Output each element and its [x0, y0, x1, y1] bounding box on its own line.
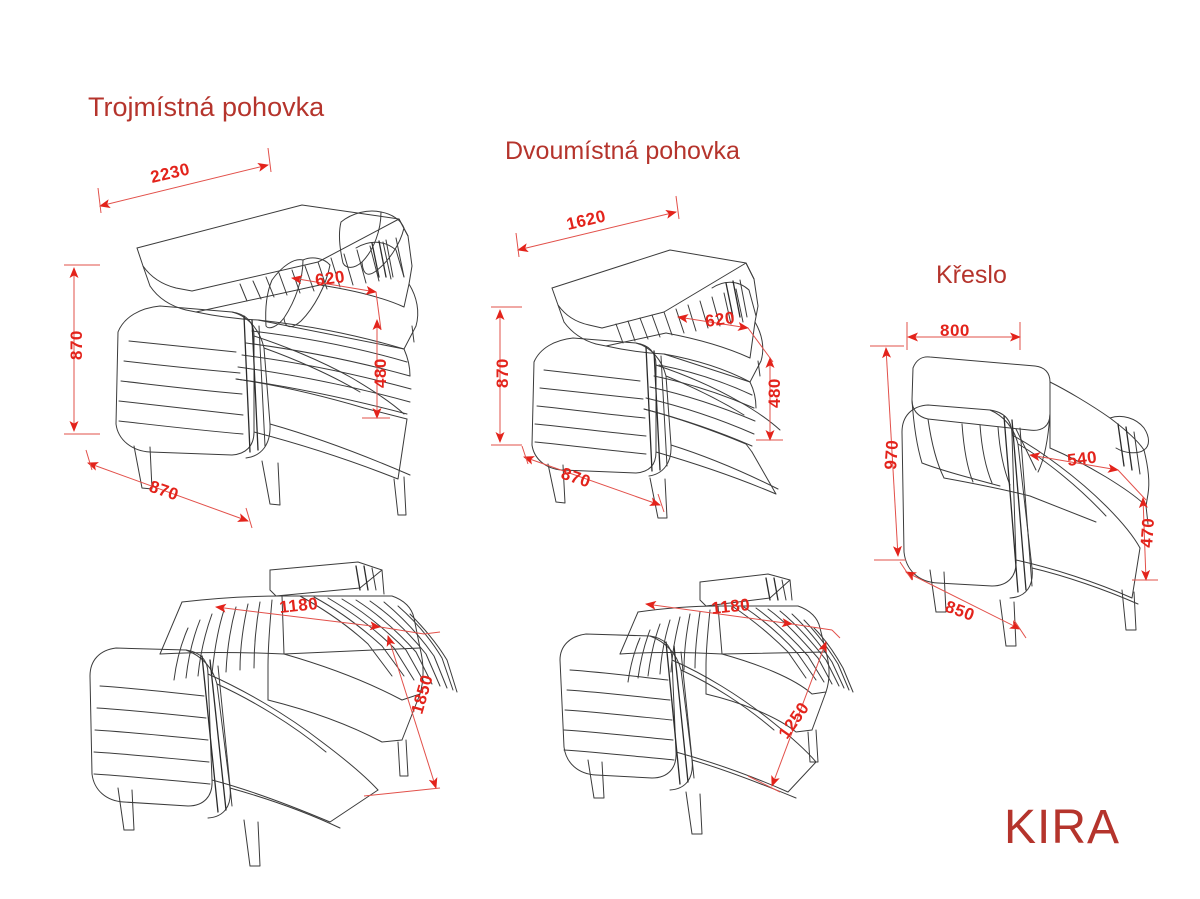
dimensions-three-seat-sofa	[64, 147, 390, 529]
dim-label-800: 800	[940, 321, 970, 340]
title-two-seat-sofa: Dvoumístná pohovka	[505, 137, 740, 165]
dim-label-870-height-two: 870	[493, 358, 512, 388]
title-three-seat-sofa: Trojmístná pohovka	[88, 92, 325, 122]
dim-label-480-three: 480	[371, 358, 390, 388]
dim-label-620-two: 620	[704, 308, 736, 331]
dim-label-850: 850	[943, 597, 978, 625]
dimensions-two-seat-sofa	[491, 195, 783, 513]
brand-logo-kira: KIRA	[1004, 801, 1121, 854]
dim-label-2230: 2230	[149, 159, 192, 186]
dim-label-870-depth-three: 870	[147, 477, 181, 505]
title-armchair: Křeslo	[936, 261, 1007, 289]
dimensions-two-seat-sofa-bed	[645, 600, 841, 793]
dim-label-470: 470	[1137, 517, 1158, 548]
dim-label-620-three: 620	[314, 267, 346, 290]
dim-label-540: 540	[1066, 447, 1098, 469]
dim-label-1850: 1850	[408, 673, 437, 717]
dim-label-480-two: 480	[765, 378, 784, 408]
dimensions-three-seat-sofa-bed	[215, 603, 441, 797]
view-three-seat-sofa-bed	[89, 561, 458, 867]
view-two-seat-sofa-bed	[559, 573, 854, 835]
dim-label-970: 970	[881, 439, 902, 470]
view-three-seat-sofa	[115, 204, 419, 516]
view-armchair	[901, 356, 1150, 647]
dim-label-1180-three-bed: 1180	[278, 594, 319, 617]
dimensions-armchair	[870, 322, 1158, 639]
dim-label-1250: 1250	[775, 699, 813, 743]
dim-label-1180-two-bed: 1180	[710, 595, 751, 618]
dim-label-870-height-three: 870	[67, 330, 86, 360]
